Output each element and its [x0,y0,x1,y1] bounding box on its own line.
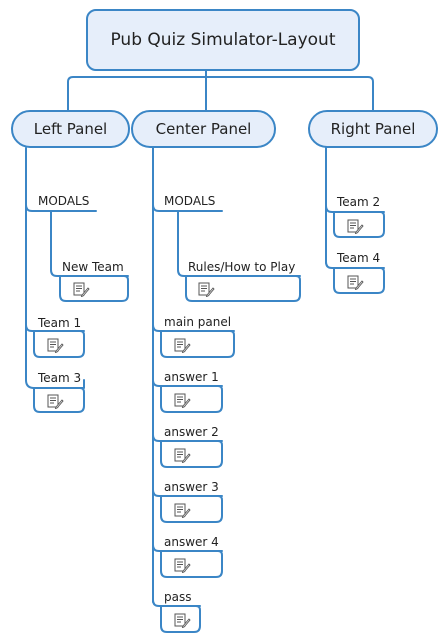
center-item-answer-2[interactable]: answer 2 [164,425,219,439]
center-modals-label[interactable]: MODALS [164,194,216,208]
left-item-team-3[interactable]: Team 3 [38,371,82,385]
topic-right-panel-title: Right Panel [330,120,416,138]
root-title: Pub Quiz Simulator-Layout [110,30,336,50]
note-icon[interactable] [347,275,364,290]
right-item-team-2[interactable]: Team 2 [337,195,381,209]
center-modal-rules[interactable]: Rules/How to Play [188,260,296,274]
center-item-answer-4[interactable]: answer 4 [164,535,219,549]
topic-center-panel-title: Center Panel [155,120,252,138]
topic-left-panel-title: Left Panel [33,120,108,138]
note-icon[interactable] [174,558,191,573]
note-icon[interactable] [174,338,191,353]
center-item-answer-3[interactable]: answer 3 [164,480,219,494]
note-icon[interactable] [73,282,90,297]
topic-left-panel[interactable]: Left Panel [11,110,130,148]
note-icon[interactable] [47,338,64,353]
center-item-pass[interactable]: pass [164,590,192,604]
left-modal-new-team[interactable]: New Team [62,260,124,274]
note-icon[interactable] [174,393,191,408]
note-icon[interactable] [174,448,191,463]
note-icon[interactable] [347,219,364,234]
root-topic[interactable]: Pub Quiz Simulator-Layout [86,9,360,71]
note-icon[interactable] [174,613,191,628]
topic-center-panel[interactable]: Center Panel [131,110,276,148]
right-item-team-4[interactable]: Team 4 [337,251,381,265]
center-item-main-panel[interactable]: main panel [164,315,232,329]
left-item-team-1[interactable]: Team 1 [38,316,82,330]
note-icon[interactable] [47,394,64,409]
left-modals-label[interactable]: MODALS [38,194,90,208]
center-item-answer-1[interactable]: answer 1 [164,370,219,384]
note-icon[interactable] [198,282,215,297]
note-icon[interactable] [174,503,191,518]
topic-right-panel[interactable]: Right Panel [308,110,438,148]
